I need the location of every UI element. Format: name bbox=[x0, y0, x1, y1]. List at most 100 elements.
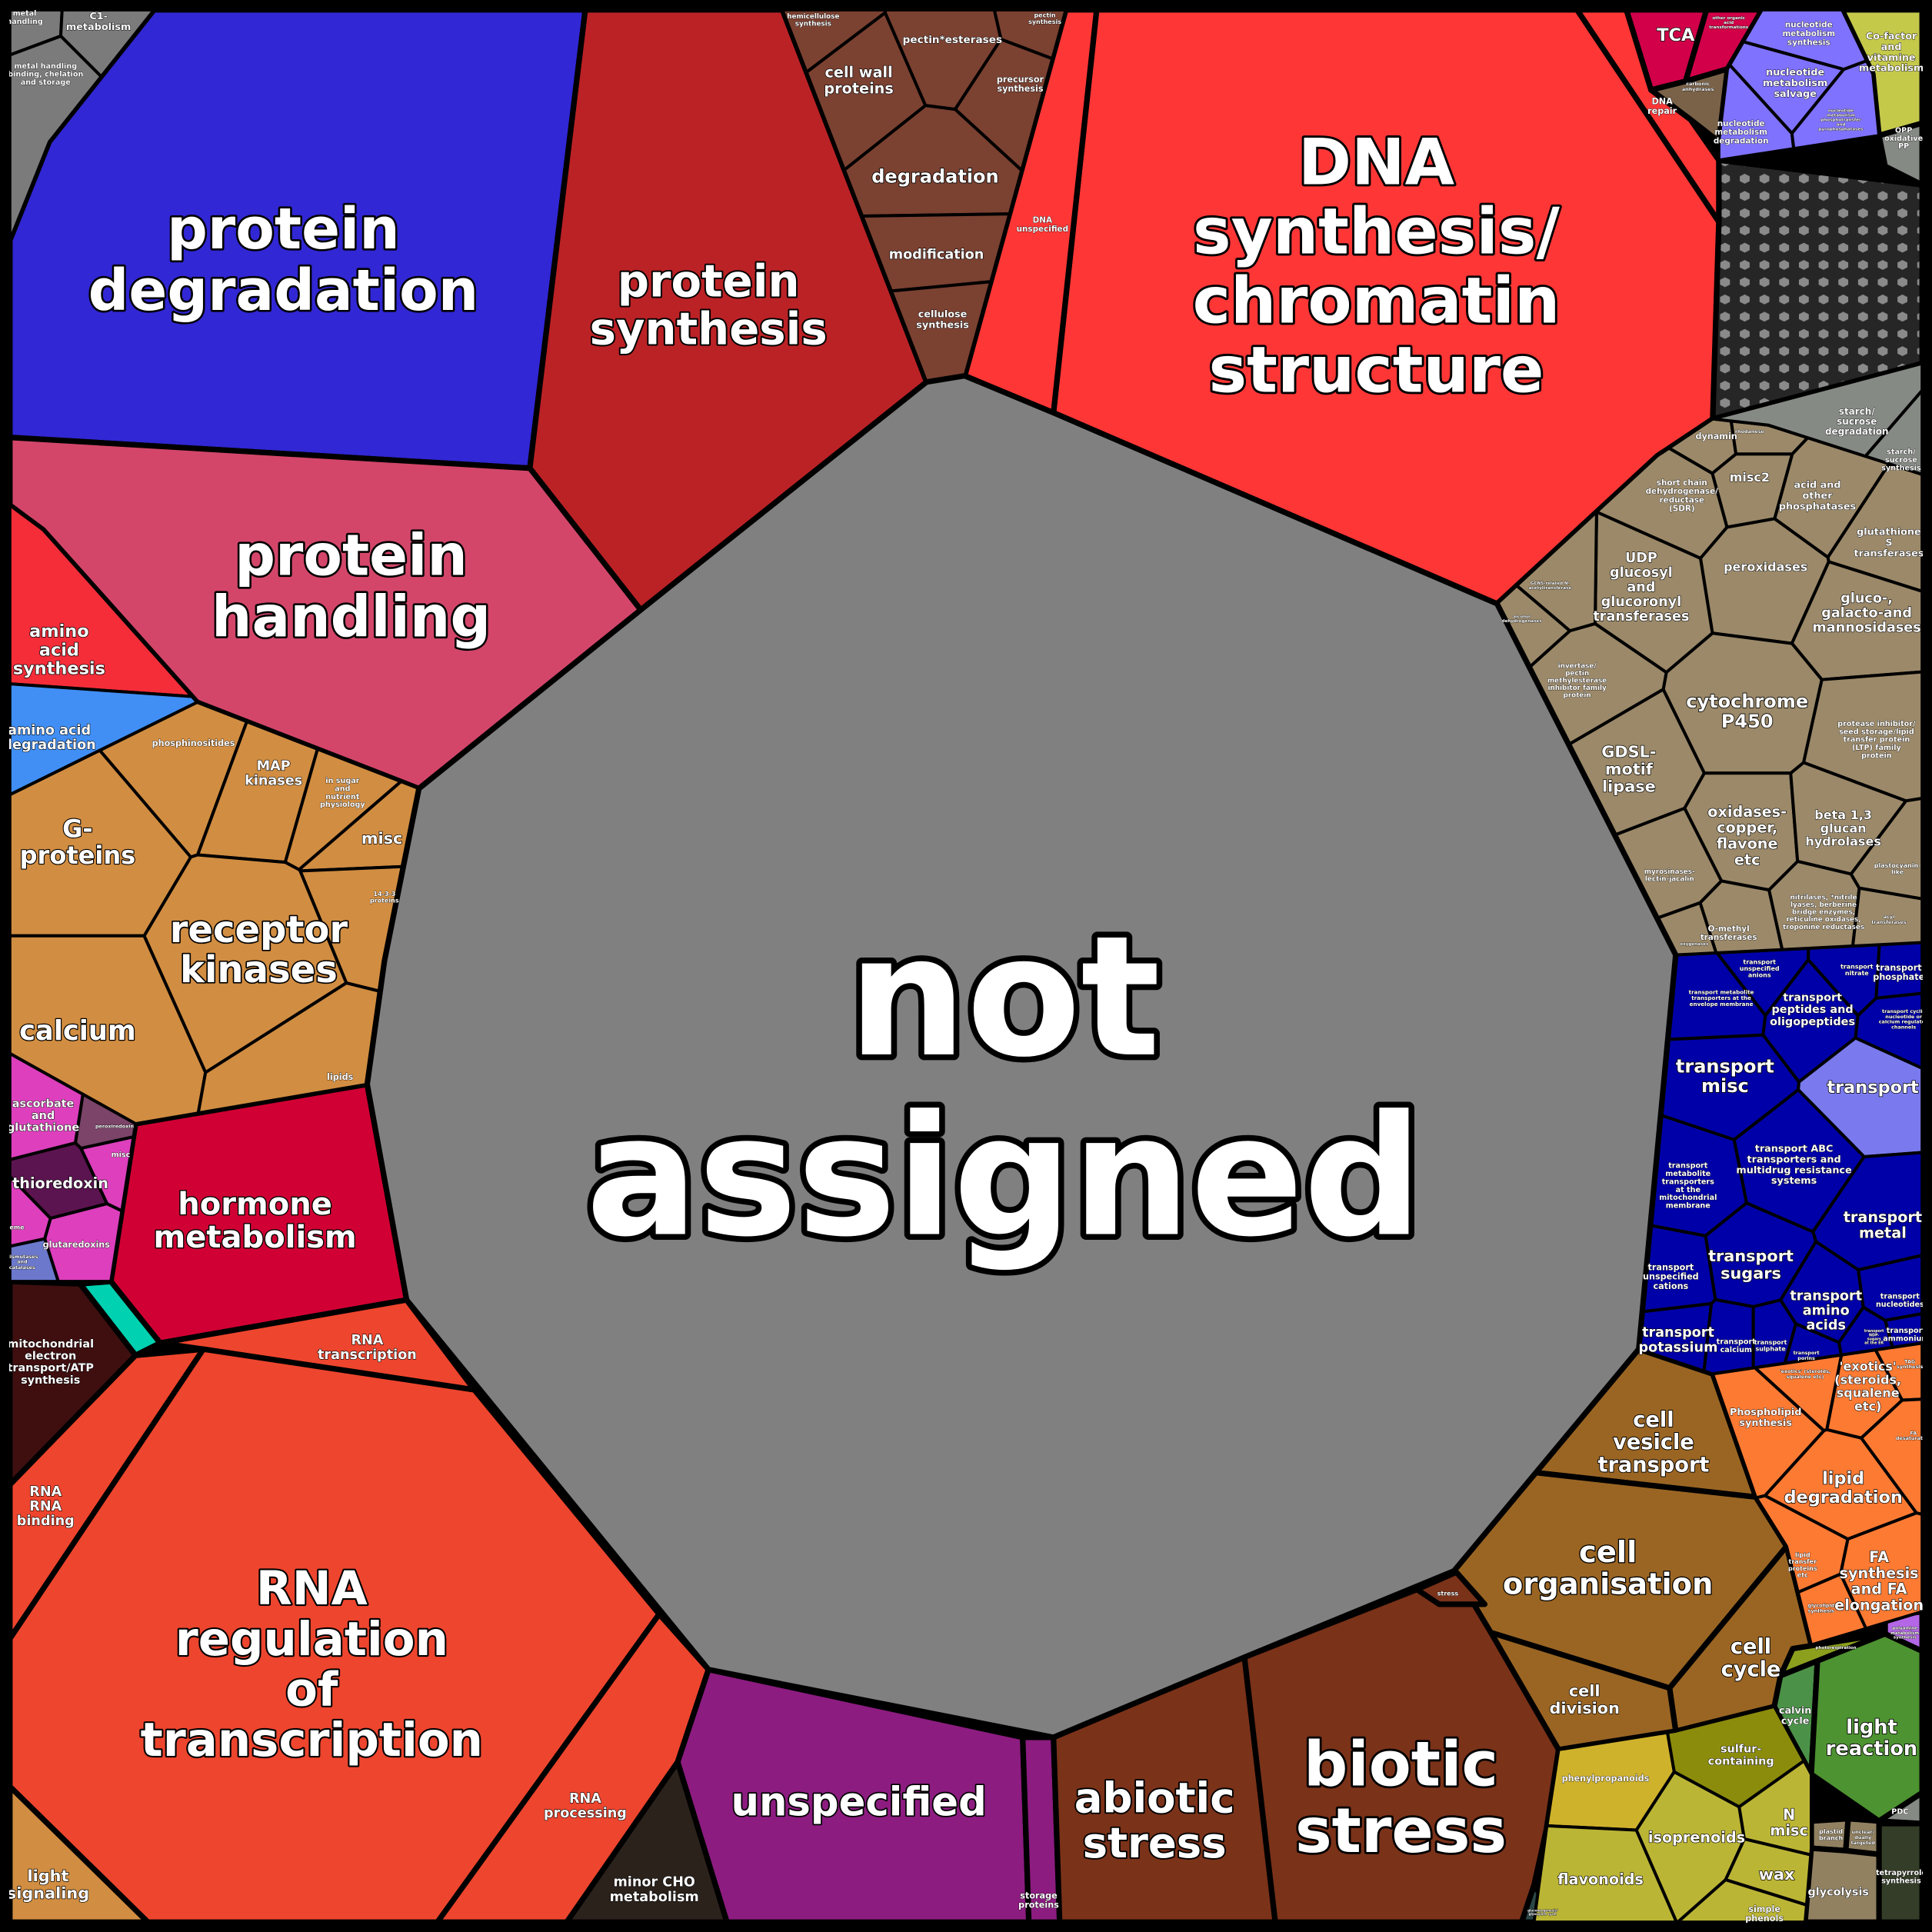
label-line: thioredoxin bbox=[12, 1174, 108, 1192]
label-lipids-sig: lipids bbox=[327, 1072, 354, 1082]
label-line: metabolism bbox=[1714, 128, 1767, 137]
cell-ss bbox=[1864, 388, 1924, 476]
label-line: transport bbox=[1597, 1454, 1709, 1477]
label-line: transport bbox=[1887, 1327, 1927, 1335]
cell-t-ndp bbox=[1837, 1305, 1894, 1357]
cell-simple bbox=[1676, 1878, 1808, 1924]
label-line: oxidative bbox=[1884, 135, 1924, 143]
label-line: nitrilases, *nitrile bbox=[1790, 894, 1857, 902]
label-wax: wax bbox=[1759, 1865, 1795, 1884]
label-line: vesicle bbox=[1613, 1431, 1694, 1454]
label-line: pectin bbox=[1565, 670, 1589, 678]
label-line: FA bbox=[1910, 1430, 1917, 1436]
label-line: glucan bbox=[1820, 821, 1867, 835]
label-line: nutrient bbox=[325, 793, 360, 801]
label-line: transport bbox=[1648, 1263, 1694, 1273]
label-line: isoprenoids bbox=[1648, 1829, 1745, 1847]
label-line: glutaredoxins bbox=[43, 1240, 111, 1250]
cell-t-cyclic bbox=[1854, 991, 1924, 1070]
label-line: nucleotide bbox=[1828, 108, 1854, 113]
label-line: division bbox=[1550, 1699, 1620, 1717]
label-line: hemicellulose bbox=[787, 13, 839, 21]
label-line: transferases bbox=[1854, 548, 1924, 559]
label-line: carbonic bbox=[1686, 81, 1710, 87]
label-line: UDP bbox=[1625, 551, 1657, 566]
label-line: phosphate bbox=[1873, 972, 1924, 982]
label-line: short chain bbox=[1657, 478, 1707, 488]
label-line: transport bbox=[1717, 1338, 1757, 1347]
label-line: electron bbox=[25, 1351, 76, 1363]
label-line: salvage bbox=[1774, 88, 1817, 100]
label-line: structure bbox=[1209, 332, 1544, 407]
label-line: unclear/ bbox=[1852, 1829, 1875, 1835]
label-line: transport bbox=[1827, 1078, 1919, 1098]
label-line: cytochrome bbox=[1686, 691, 1808, 712]
label-line: of bbox=[285, 1663, 339, 1717]
label-line: lipids bbox=[327, 1072, 354, 1082]
label-line: envelope membrane bbox=[1690, 1001, 1754, 1008]
label-line: degradation bbox=[1714, 136, 1769, 145]
label-line: transport bbox=[1708, 1247, 1794, 1265]
label-line: unspecified bbox=[1017, 225, 1068, 234]
label-line: metabolite bbox=[1665, 1170, 1710, 1178]
label-line: degradation bbox=[1784, 1487, 1902, 1507]
label-line: systems bbox=[1771, 1175, 1817, 1187]
label-line: plastid bbox=[1819, 1828, 1843, 1835]
label-line: nucleotide bbox=[1766, 67, 1824, 78]
label-line: mannosidases bbox=[1812, 621, 1920, 636]
label-line: potassium bbox=[1639, 1340, 1718, 1355]
label-line: starch/ bbox=[1839, 406, 1876, 417]
cell-pectin-syn bbox=[992, 8, 1068, 61]
label-line: branch bbox=[1819, 1835, 1844, 1842]
label-line: cell bbox=[1633, 1408, 1674, 1432]
label-line: misc bbox=[361, 829, 403, 848]
label-line: vitamine bbox=[1867, 52, 1916, 64]
label-line: degradation bbox=[88, 258, 479, 324]
label-line: and storage bbox=[21, 78, 72, 87]
label-line: modification bbox=[889, 247, 984, 262]
label-line: stress bbox=[1295, 1795, 1507, 1867]
label-gluconeo: gluconeogenesis/glyoxylate cycle bbox=[1527, 1909, 1558, 1916]
label-line: proteins bbox=[1018, 1900, 1059, 1910]
label-line: transferases bbox=[1593, 609, 1689, 625]
label-line: proteins bbox=[370, 897, 399, 904]
label-line: sugars bbox=[1720, 1264, 1781, 1282]
label-line: amino bbox=[29, 621, 89, 641]
label-line: DNA bbox=[1298, 125, 1455, 200]
label-line: and FA bbox=[1851, 1581, 1907, 1598]
label-line: acyl bbox=[1884, 914, 1894, 920]
label-line: 14-3-3 bbox=[373, 891, 395, 898]
label-line: MAP bbox=[257, 758, 291, 774]
label-pdc: PDC bbox=[1891, 1808, 1908, 1817]
label-peroxiredoxin: peroxiredoxin bbox=[95, 1124, 135, 1130]
label-line: (SDR) bbox=[1669, 505, 1695, 514]
label-line: sucrose bbox=[1837, 416, 1877, 427]
label-line: phenylpropanoids bbox=[1562, 1774, 1650, 1784]
label-line: glutathione bbox=[1857, 527, 1921, 538]
label-line: synthesis bbox=[1787, 38, 1830, 47]
